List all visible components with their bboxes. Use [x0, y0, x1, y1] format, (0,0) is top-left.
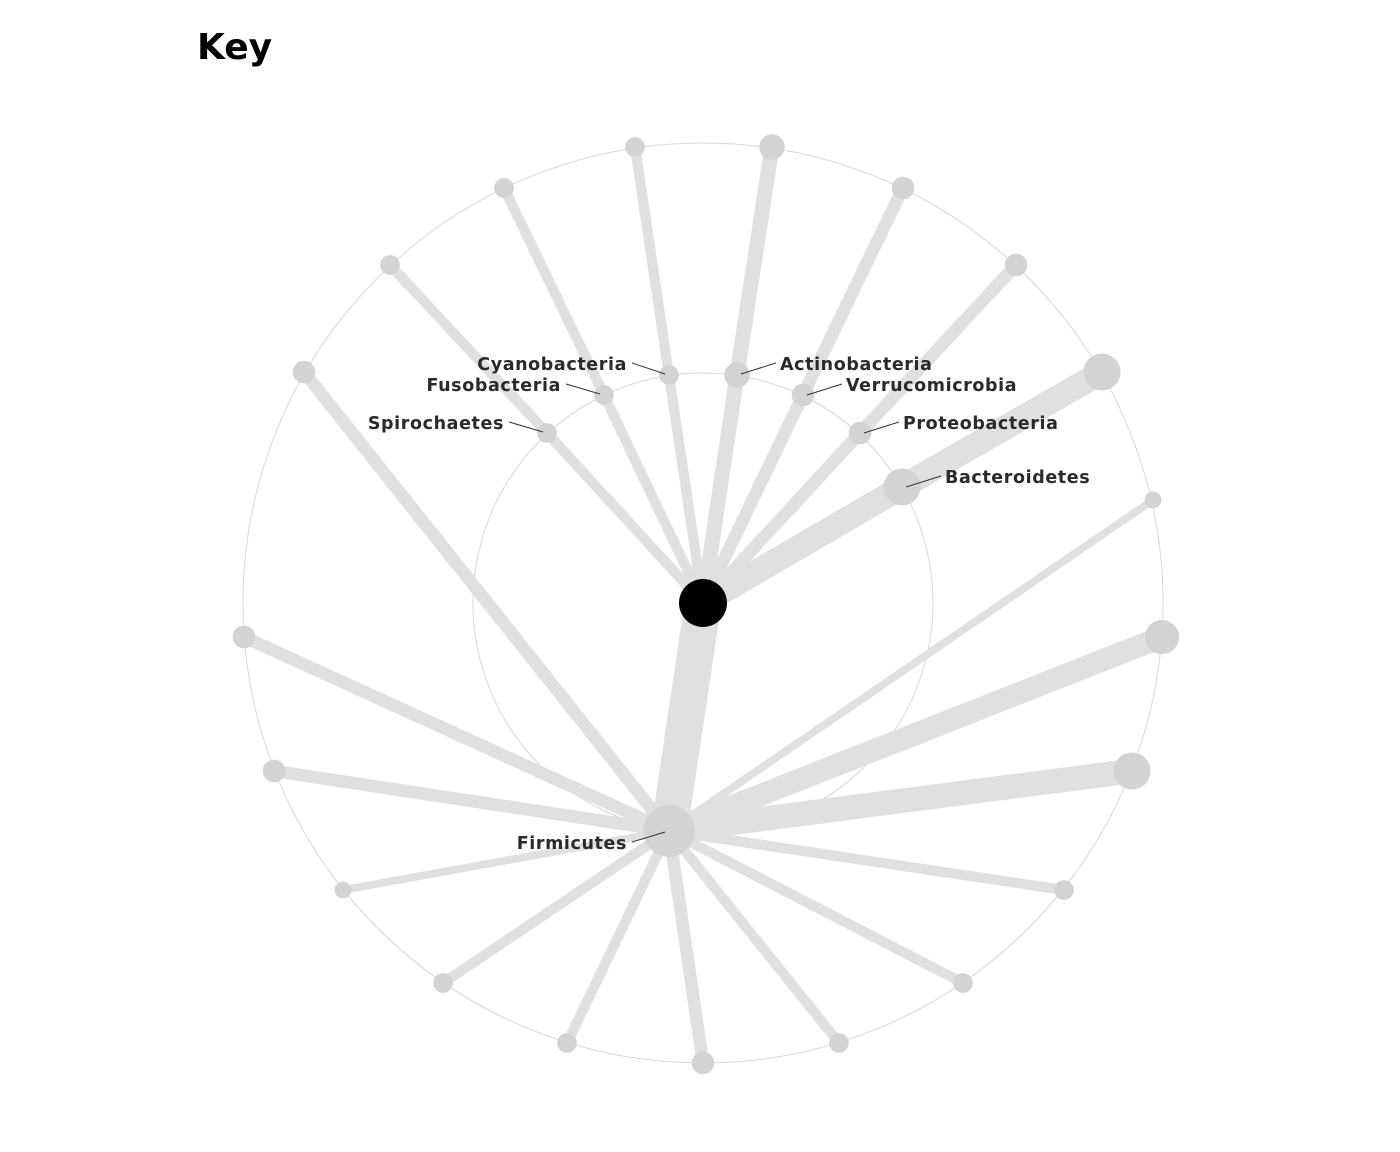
root-node: [679, 579, 727, 627]
leader-cyanobacteria: [631, 362, 666, 375]
leader-spirochaetes: [508, 421, 544, 433]
edge-firmicutes-class-17: [342, 827, 670, 894]
phylum-node-actinobacteria: [724, 362, 750, 388]
edge-fusobacteria-class-6: [499, 185, 609, 398]
edge-firmicutes-class-12: [666, 826, 966, 988]
label-verrucomicrobia: Verrucomicrobia: [846, 376, 1017, 396]
edge-firmicutes-class-18: [273, 764, 670, 838]
edge-firmicutes-class-9: [664, 626, 1167, 842]
label-firmicutes: Firmicutes: [517, 834, 627, 854]
page-title: Key: [197, 27, 273, 68]
leader-actinobacteria: [740, 362, 777, 375]
class-node-12: [953, 973, 973, 993]
phylum-node-verrucomicrobia: [791, 383, 815, 407]
label-spirochaetes: Spirochaetes: [368, 414, 504, 434]
edge-root-bacteroidetes: [696, 476, 909, 614]
tree-nodes: [232, 134, 1180, 1075]
class-node-16: [433, 973, 453, 993]
label-bacteroidetes: Bacteroidetes: [945, 468, 1090, 488]
edge-spirochaetes-class-7: [386, 261, 551, 437]
tree-edges: [241, 145, 1167, 1064]
class-node-15: [557, 1033, 577, 1053]
class-node-14: [691, 1051, 715, 1075]
phylum-node-proteobacteria: [848, 421, 872, 445]
edge-firmicutes-class-10: [667, 758, 1134, 844]
class-node-7: [380, 255, 400, 275]
label-fusobacteria: Fusobacteria: [426, 376, 561, 396]
phylum-node-cyanobacteria: [659, 365, 679, 385]
edge-verrucomicrobia-class-3: [797, 185, 909, 398]
leader-verrucomicrobia: [806, 383, 843, 396]
edge-root-verrucomicrobia: [697, 392, 809, 606]
class-node-11: [1054, 880, 1074, 900]
edge-firmicutes-class-15: [562, 828, 674, 1046]
class-node-4: [759, 134, 785, 160]
class-node-19: [232, 625, 256, 649]
phylum-node-firmicutes: [643, 805, 695, 857]
edge-firmicutes-class-20: [299, 368, 674, 835]
leader-proteobacteria: [863, 421, 900, 434]
class-node-9: [1144, 619, 1180, 655]
edge-firmicutes-class-13: [665, 827, 843, 1047]
class-node-3: [891, 176, 915, 200]
node-labels: Bacteroidetes Proteobacteria Verrucomicrob…: [368, 355, 1090, 854]
edge-proteobacteria-class-2: [855, 260, 1021, 438]
class-node-13: [829, 1033, 849, 1053]
class-node-10: [1113, 752, 1151, 790]
phylum-node-fusobacteria: [594, 385, 614, 405]
edge-firmicutes-class-14: [662, 830, 710, 1064]
class-node-18: [262, 759, 286, 783]
leader-firmicutes: [631, 831, 666, 843]
leader-fusobacteria: [565, 383, 601, 395]
edge-firmicutes-class-19: [241, 631, 672, 837]
edge-root-spirochaetes: [543, 429, 707, 607]
class-node-20: [292, 360, 316, 384]
class-node-2: [1004, 253, 1028, 277]
edge-firmicutes-class-8: [666, 496, 1156, 835]
label-cyanobacteria: Cyanobacteria: [477, 355, 627, 375]
edge-firmicutes-class-16: [440, 826, 672, 988]
edge-root-proteobacteria: [698, 428, 865, 608]
edge-root-actinobacteria: [695, 373, 745, 605]
leader-bacteroidetes: [905, 475, 942, 488]
edge-firmicutes-class-11: [668, 825, 1065, 896]
class-node-6: [494, 178, 514, 198]
class-node-17: [334, 881, 352, 899]
label-proteobacteria: Proteobacteria: [903, 414, 1059, 434]
edge-cyanobacteria-class-5: [629, 146, 675, 376]
phylum-node-spirochaetes: [537, 423, 557, 443]
edge-bacteroidetes-class-1: [895, 361, 1109, 498]
edge-root-firmicutes: [650, 600, 722, 834]
class-node-1: [1083, 353, 1121, 391]
edge-root-cyanobacteria: [663, 374, 709, 604]
class-node-5: [625, 137, 645, 157]
class-node-8: [1144, 491, 1162, 509]
label-actinobacteria: Actinobacteria: [780, 355, 933, 375]
phylum-node-bacteroidetes: [883, 468, 921, 506]
edge-root-fusobacteria: [599, 392, 708, 606]
edge-actinobacteria-class-4: [729, 145, 780, 377]
